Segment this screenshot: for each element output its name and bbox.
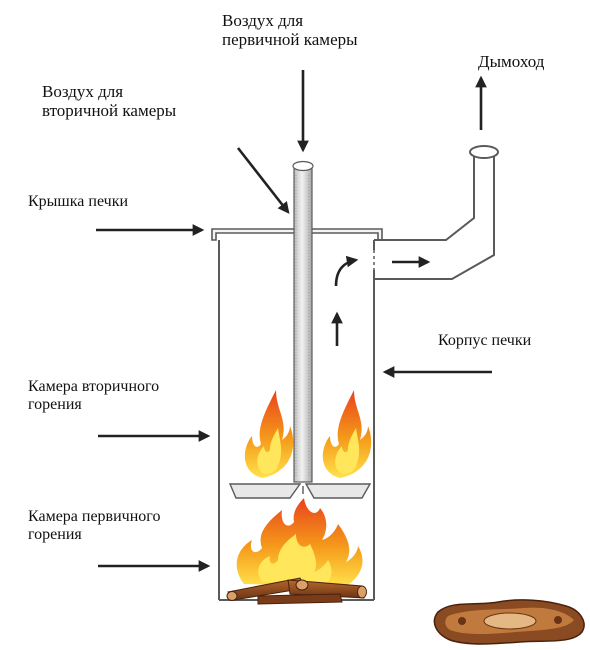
secondary-air-arrow <box>236 147 290 214</box>
chimney-duct <box>372 145 499 280</box>
secondary-trays <box>228 483 372 499</box>
wooden-sign-logo <box>433 599 585 645</box>
flame-icon <box>322 390 372 478</box>
air-tube <box>292 160 314 483</box>
secondary-air-label: Воздух для вторичной камеры <box>42 82 177 121</box>
secondary-flame-right <box>322 390 372 478</box>
primary-chamber-label: Камера первичного горения <box>28 508 161 543</box>
chimney-label: Дымоход <box>478 52 545 71</box>
lid-label: Крышка печки <box>28 193 129 210</box>
label-arrows <box>96 70 492 572</box>
flow-curve-arrow <box>334 255 359 287</box>
primary-fire <box>236 498 363 586</box>
primary-air-label: Воздух для первичной камеры <box>222 11 358 50</box>
firewood-icon <box>226 577 367 605</box>
secondary-chamber-label: Камера вторичного горения <box>28 378 160 413</box>
secondary-flame-left <box>244 390 294 478</box>
flow-arrows <box>331 255 431 346</box>
body-label: Корпус печки <box>438 332 532 349</box>
flame-icon <box>244 390 294 478</box>
